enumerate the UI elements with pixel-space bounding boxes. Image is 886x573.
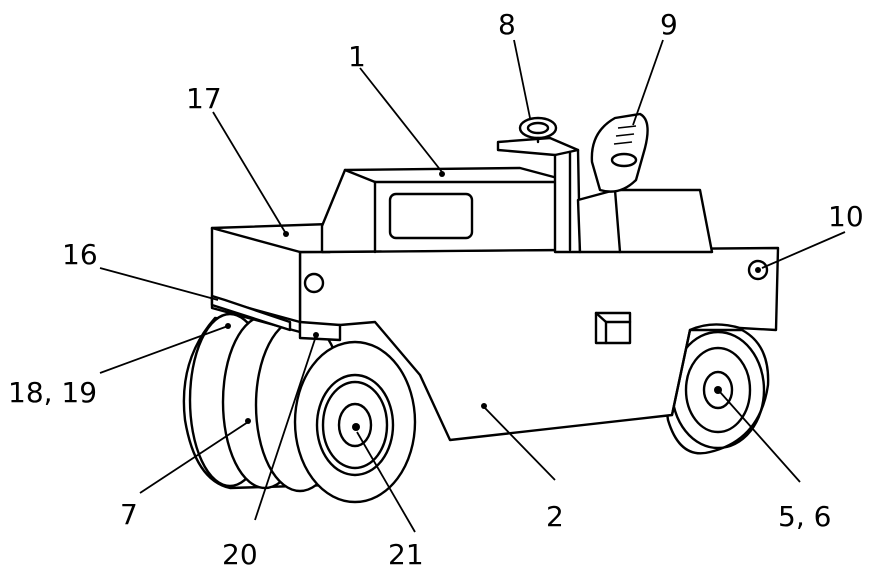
label-mount: 20 <box>222 538 258 571</box>
label-front-hub: 21 <box>388 538 424 571</box>
steering-wheel <box>518 116 558 144</box>
chassis <box>298 246 780 442</box>
leader-lines <box>99 39 846 533</box>
label-rear-wheel: 5, 6 <box>778 500 831 533</box>
label-bracket: 16 <box>62 238 98 271</box>
label-chassis: 2 <box>546 500 564 533</box>
seat <box>590 112 649 193</box>
label-lamp: 10 <box>828 200 864 233</box>
label-seat: 9 <box>660 8 678 41</box>
cab <box>320 166 567 254</box>
rear-wheel <box>664 328 770 455</box>
side-box <box>594 311 632 345</box>
callout-labels: 1 8 9 17 10 16 18, 19 7 2 5, 6 20 21 <box>8 8 864 571</box>
lamp <box>747 259 769 281</box>
label-steering-wheel: 8 <box>498 8 516 41</box>
label-front-hood: 17 <box>186 82 222 115</box>
label-roof: 1 <box>348 40 366 73</box>
label-pivot: 18, 19 <box>8 376 97 409</box>
bracket <box>210 294 292 332</box>
steering-column <box>496 136 582 254</box>
label-front-wheels: 7 <box>120 498 138 531</box>
